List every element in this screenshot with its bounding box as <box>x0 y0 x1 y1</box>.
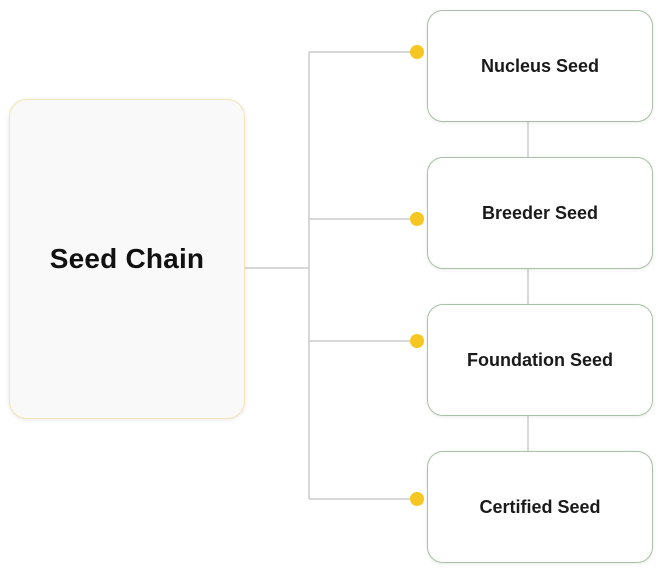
node-foundation-seed: Foundation Seed <box>427 304 653 416</box>
connector-dot-foundation <box>410 334 424 348</box>
connector-dot-certified <box>410 492 424 506</box>
node-label-certified-seed: Certified Seed <box>479 496 601 517</box>
node-certified-seed: Certified Seed <box>427 451 653 563</box>
node-nucleus-seed: Nucleus Seed <box>427 10 653 122</box>
root-node: Seed Chain <box>9 99 245 419</box>
connector-dot-nucleus <box>410 45 424 59</box>
node-label-breeder-seed: Breeder Seed <box>481 202 599 223</box>
connector-dot-breeder <box>410 212 424 226</box>
node-label-foundation-seed: Foundation Seed <box>467 349 613 370</box>
root-node-label: Seed Chain <box>49 243 205 274</box>
node-label-nucleus-seed: Nucleus Seed <box>480 55 600 76</box>
node-breeder-seed: Breeder Seed <box>427 157 653 269</box>
